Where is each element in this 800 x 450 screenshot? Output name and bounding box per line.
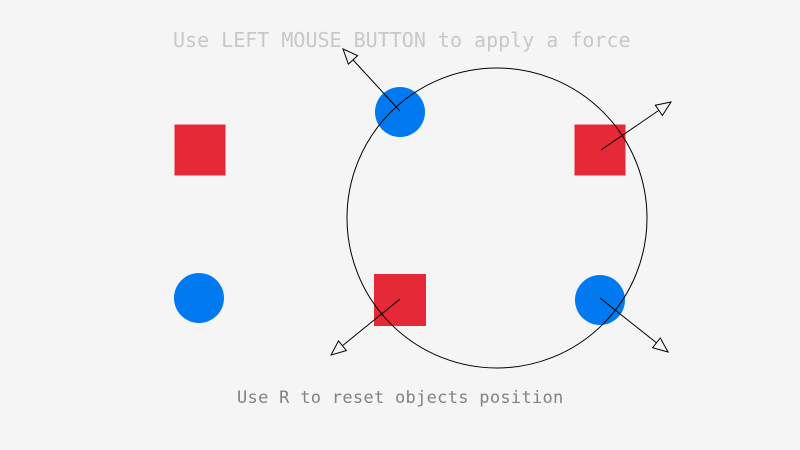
boundary-circle — [346, 67, 648, 369]
instruction-apply-force: Use LEFT MOUSE BUTTON to apply a force — [173, 28, 631, 52]
physics-body-square[interactable] — [574, 124, 626, 176]
physics-body-square[interactable] — [374, 274, 426, 326]
force-arrow-head — [654, 101, 673, 117]
force-arrow-head — [330, 340, 348, 356]
force-arrow-head — [651, 337, 670, 353]
physics-body-square[interactable] — [174, 124, 226, 176]
physics-body-circle[interactable] — [575, 275, 625, 325]
physics-body-circle[interactable] — [174, 273, 224, 323]
physics-body-circle[interactable] — [375, 87, 425, 137]
instruction-reset: Use R to reset objects position — [237, 388, 564, 408]
force-arrow-head — [342, 48, 359, 65]
